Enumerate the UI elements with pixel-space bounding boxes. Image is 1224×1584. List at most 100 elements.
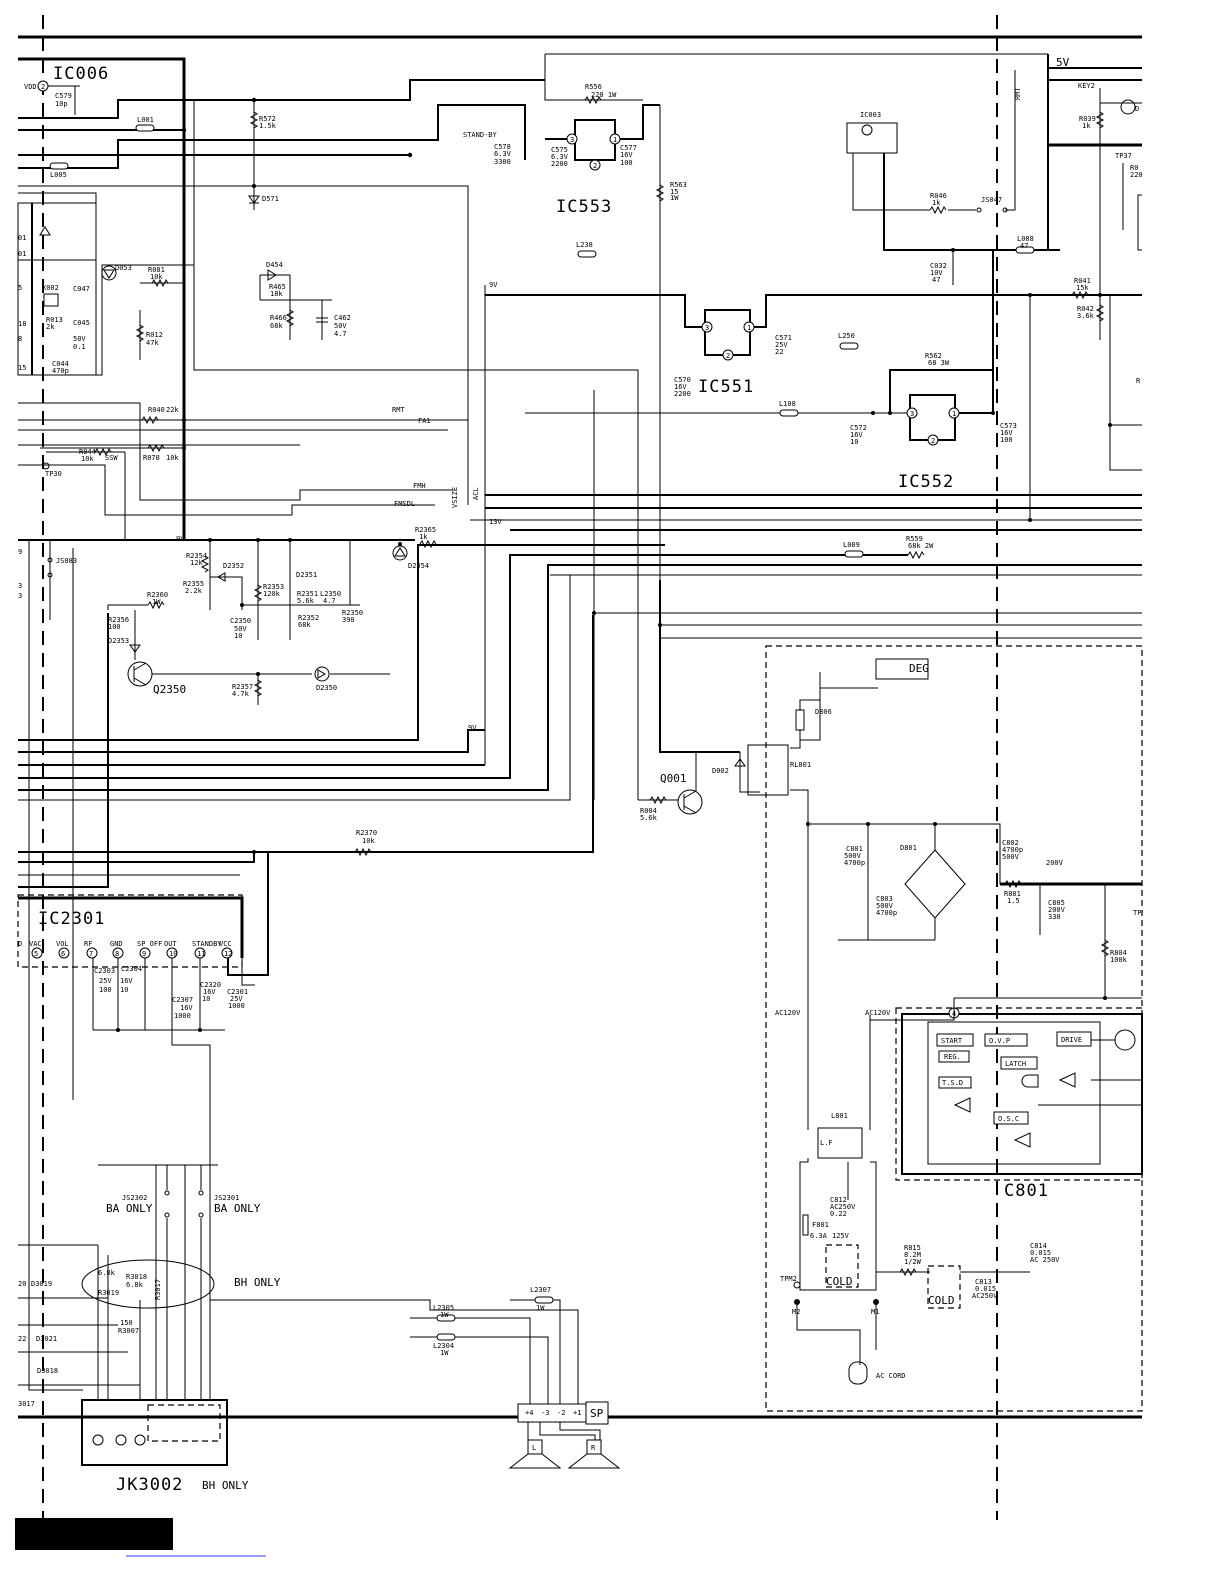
svg-text:R3017: R3017 <box>154 1279 162 1300</box>
svg-text:C572: C572 <box>850 424 867 432</box>
svg-text:0.015: 0.015 <box>975 1285 996 1293</box>
bh-only-label: BH ONLY <box>234 1276 281 1289</box>
svg-text:D002: D002 <box>712 767 729 775</box>
svg-text:D806: D806 <box>815 708 832 716</box>
svg-text:3300: 3300 <box>494 158 511 166</box>
m2-label: M2 <box>792 1308 800 1316</box>
svg-text:1.5k: 1.5k <box>259 122 277 130</box>
top-rails: 5V <box>18 53 1142 250</box>
svg-text:1: 1 <box>952 410 956 418</box>
signal-standby-label: STAND-BY <box>463 131 498 139</box>
svg-text:R466: R466 <box>270 314 287 322</box>
svg-text:50V: 50V <box>334 322 347 330</box>
svg-text:50V: 50V <box>234 625 247 633</box>
svg-text:120k: 120k <box>263 590 281 598</box>
svg-text:47k: 47k <box>146 339 159 347</box>
svg-text:3: 3 <box>570 136 574 144</box>
rail-13v-label: 13V <box>489 518 502 526</box>
svg-text:RL801: RL801 <box>790 761 811 769</box>
svg-text:1W: 1W <box>152 598 161 606</box>
svg-text:68k: 68k <box>270 322 283 330</box>
svg-text:C805: C805 <box>1048 899 1065 907</box>
r572-d571: R572 1.5k D571 <box>248 100 279 210</box>
signal-ssw-label: SSW <box>105 454 118 462</box>
svg-text:L238: L238 <box>576 241 593 249</box>
svg-text:R3018: R3018 <box>126 1273 147 1281</box>
svg-text:01: 01 <box>18 250 26 258</box>
ic801-label: C801 <box>1004 1181 1049 1201</box>
svg-text:R3019: R3019 <box>98 1289 119 1297</box>
svg-text:D: D <box>18 940 22 948</box>
svg-text:100k: 100k <box>1110 956 1128 964</box>
signal-lines-thin: RMT FA1 FMH FMSDL VSIZE ACL <box>18 100 639 800</box>
svg-text:D3018: D3018 <box>37 1367 58 1375</box>
svg-text:X002: X002 <box>42 284 59 292</box>
svg-text:R465: R465 <box>269 283 286 291</box>
svg-text:C573: C573 <box>1000 422 1017 430</box>
ic552-label: IC552 <box>898 472 954 492</box>
svg-text:C803: C803 <box>876 895 893 903</box>
svg-text:6.8k: 6.8k <box>98 1269 116 1277</box>
svg-text:68 3W: 68 3W <box>928 359 950 367</box>
ic2301-pin-number: 10 <box>169 950 177 958</box>
svg-text:C578: C578 <box>494 143 511 151</box>
ic2301-pin-name: RF <box>84 940 92 948</box>
svg-text:18k: 18k <box>270 290 283 298</box>
svg-text:12k: 12k <box>190 559 203 567</box>
svg-text:390: 390 <box>342 616 355 624</box>
svg-text:R2353: R2353 <box>263 583 284 591</box>
svg-text:330: 330 <box>1048 913 1061 921</box>
svg-text:220 1W: 220 1W <box>591 91 617 99</box>
ic2301-pin <box>31 947 43 959</box>
svg-text:15k: 15k <box>1076 284 1089 292</box>
svg-text:10k: 10k <box>362 837 375 845</box>
signal-fa1-label: FA1 <box>418 417 431 425</box>
sp-box <box>585 1401 609 1425</box>
svg-text:15: 15 <box>18 364 26 372</box>
svg-text:L008: L008 <box>1017 235 1034 243</box>
svg-text:R012: R012 <box>146 331 163 339</box>
svg-text:2: 2 <box>931 437 935 445</box>
svg-text:1: 1 <box>613 136 617 144</box>
svg-text:R2354: R2354 <box>186 552 207 560</box>
ic2301-pin-name: GND <box>110 940 123 948</box>
svg-text:22k: 22k <box>166 406 179 414</box>
svg-text:3017: 3017 <box>18 1400 35 1408</box>
signal-vsize-label: VSIZE <box>451 487 459 508</box>
svg-text:16V: 16V <box>674 383 687 391</box>
svg-text:68k 2W: 68k 2W <box>908 542 934 550</box>
svg-text:1k: 1k <box>1082 122 1091 130</box>
ic551-label: IC551 <box>698 377 754 397</box>
svg-text:500V: 500V <box>876 902 894 910</box>
ic2301-pin <box>86 947 98 959</box>
svg-text:JS083: JS083 <box>56 557 77 565</box>
svg-text:1W: 1W <box>440 1311 449 1319</box>
svg-text:16V: 16V <box>850 431 863 439</box>
rail-9v-a-label: 9V <box>489 281 498 289</box>
svg-text:R801: R801 <box>1004 890 1021 898</box>
ic801-osc-block <box>993 1111 1029 1125</box>
svg-text:D2351: D2351 <box>296 571 317 579</box>
svg-text:4.7k: 4.7k <box>232 690 250 698</box>
svg-text:C462: C462 <box>334 314 351 322</box>
ic801-latch-label: LATCH <box>1005 1060 1026 1068</box>
svg-text:25V: 25V <box>230 995 243 1003</box>
svg-text:4700p: 4700p <box>844 859 865 867</box>
svg-text:L005: L005 <box>50 171 67 179</box>
svg-text:C032: C032 <box>930 262 947 270</box>
svg-text:R2351: R2351 <box>297 590 318 598</box>
svg-text:R562: R562 <box>925 352 942 360</box>
ic2301-pin-name: OUT <box>164 940 177 948</box>
speaker-r-label: R <box>591 1444 596 1452</box>
svg-text:C575: C575 <box>551 146 568 154</box>
svg-text:C2350: C2350 <box>230 617 251 625</box>
svg-text:10: 10 <box>234 632 242 640</box>
svg-text:1.5: 1.5 <box>1007 897 1020 905</box>
svg-text:2200: 2200 <box>551 160 568 168</box>
svg-text:L801: L801 <box>831 1112 848 1120</box>
